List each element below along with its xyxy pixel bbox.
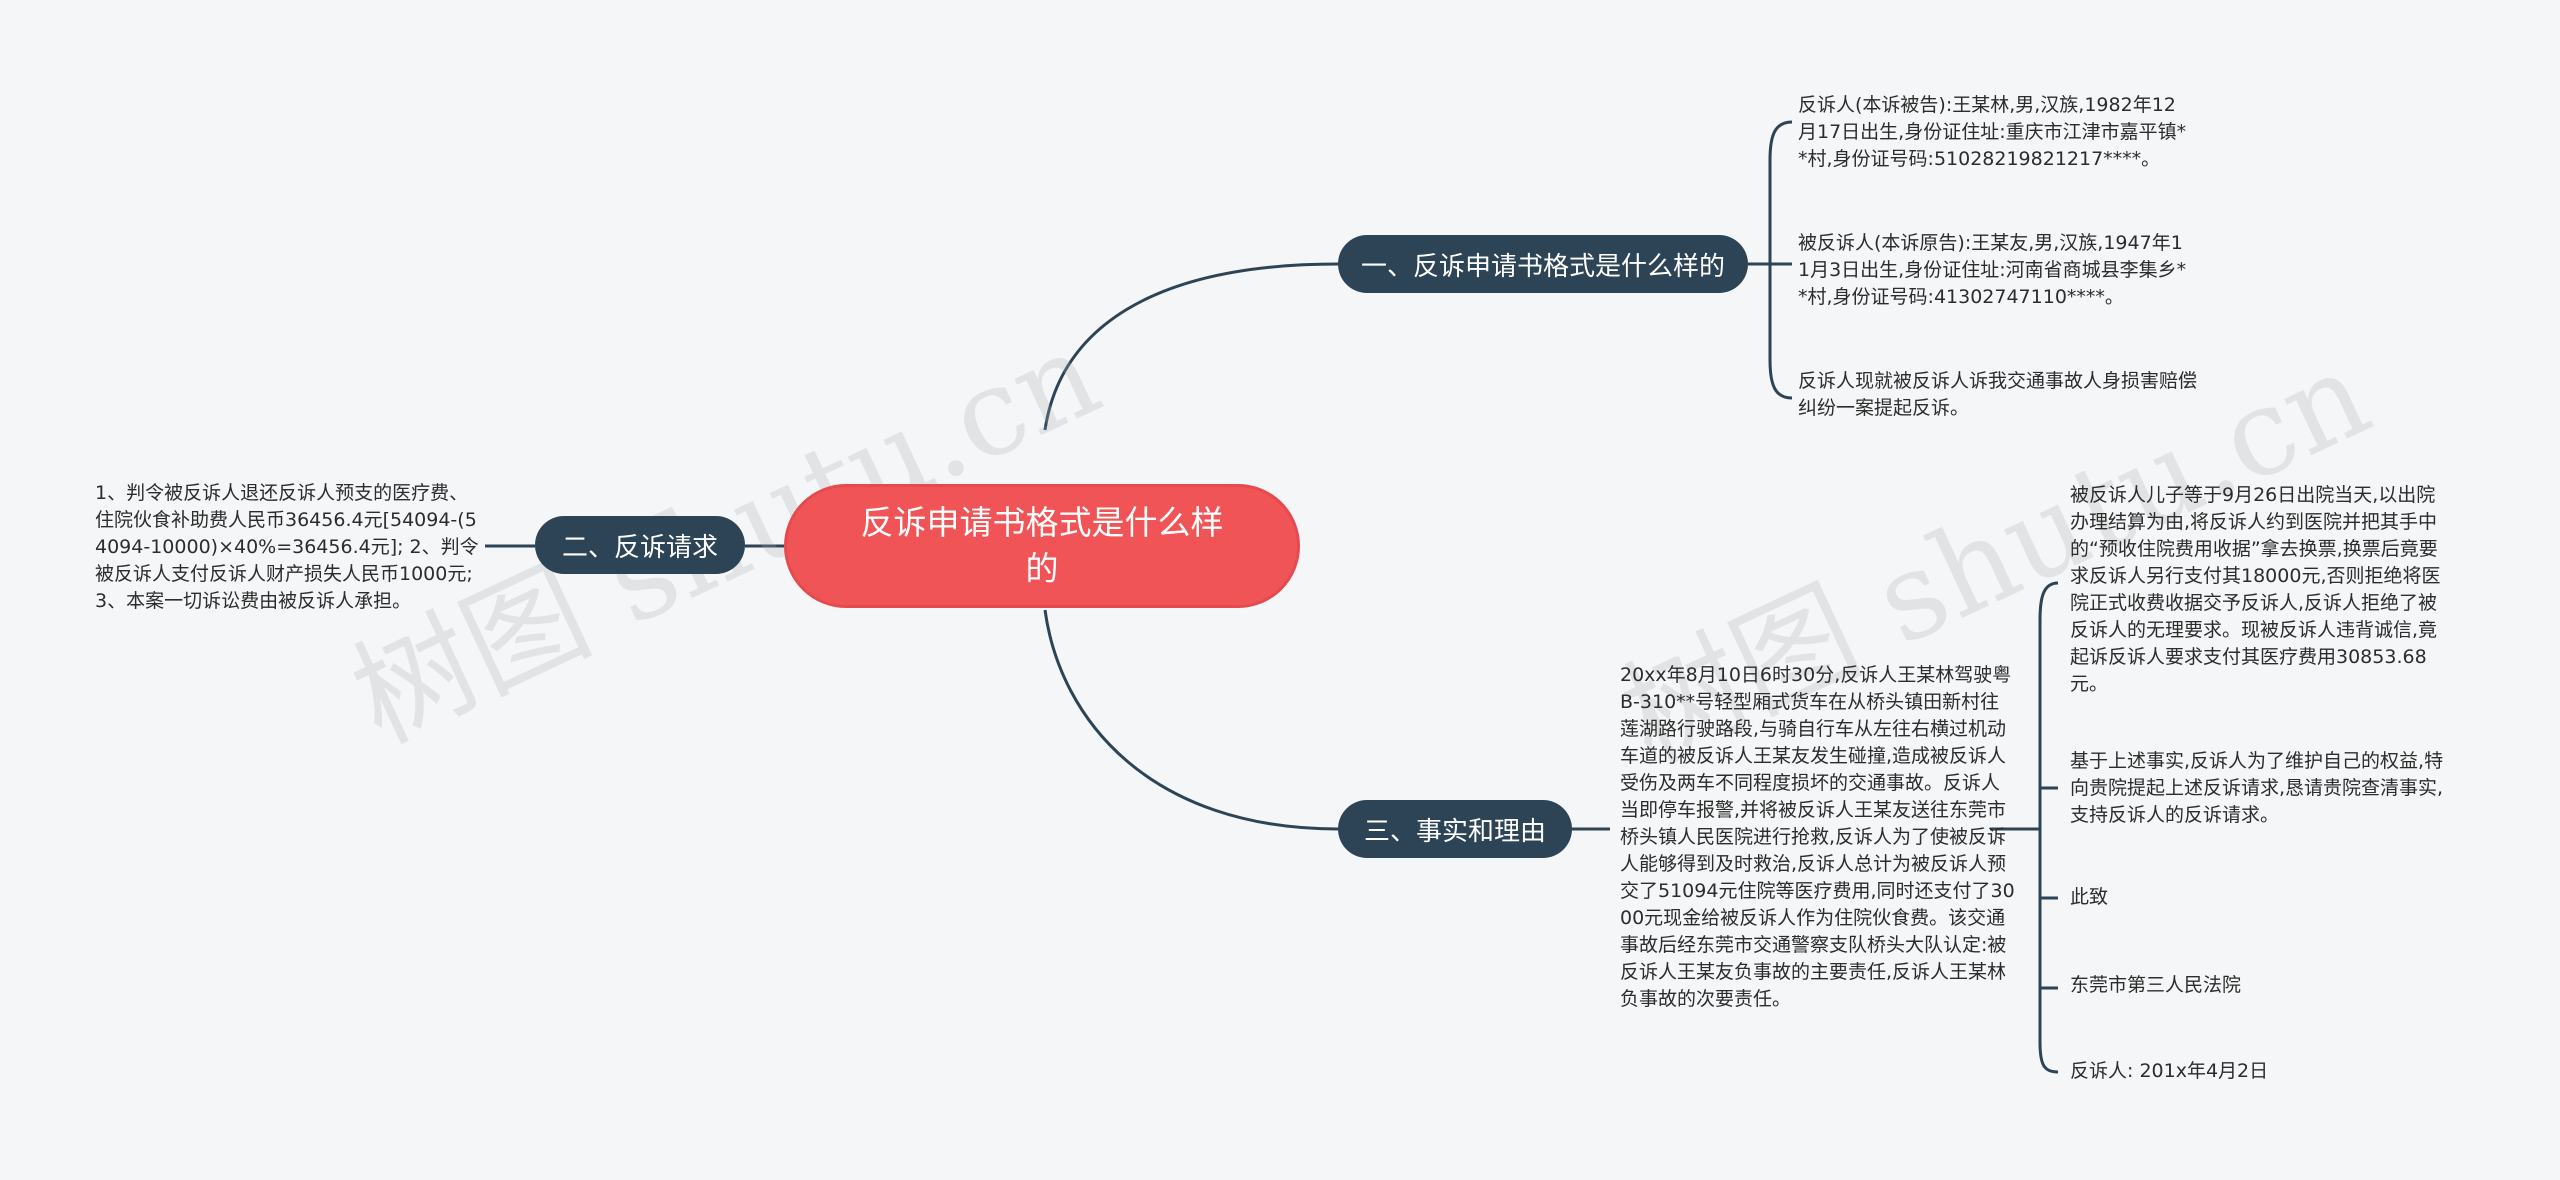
leaf-signature-date: 反诉人: 201x年4月2日 <box>2070 1060 2269 1082</box>
leaf-claims: 1、判令被反诉人退还反诉人预支的医疗费、住院伙食补助费人民币36456.4元[5… <box>95 482 479 612</box>
bracket-b3 <box>2038 581 2059 1074</box>
leaf-facts-request: 基于上述事实,反诉人为了维护自己的权益,特向贵院提起上述反诉请求,恳请贵院查清事… <box>2070 750 2444 826</box>
root-node[interactable]: 反诉申请书格式是什么样的 <box>784 484 1300 608</box>
leaf-counter-defendant: 被反诉人(本诉原告):王某友,男,汉族,1947年11月3日出生,身份证住址:河… <box>1798 232 2187 308</box>
branch-node-facts[interactable]: 三、事实和理由 <box>1338 800 1572 858</box>
leaf-facts-main: 20xx年8月10日6时30分,反诉人王某林驾驶粤B-310**号轻型厢式货车在… <box>1620 664 2015 1010</box>
root-title: 反诉申请书格式是什么样的 <box>860 503 1224 588</box>
connector-root-b1 <box>1043 262 1339 431</box>
branch-node-claims[interactable]: 二、反诉请求 <box>535 516 745 574</box>
leaf-counterclaim-statement: 反诉人现就被反诉人诉我交通事故人身损害赔偿纠纷一案提起反诉。 <box>1798 370 2198 419</box>
connector-root-b3 <box>1043 609 1339 831</box>
leaf-court-name: 东莞市第三人民法院 <box>2070 974 2242 996</box>
branch-label: 一、反诉申请书格式是什么样的 <box>1360 251 1725 282</box>
bracket-b1 <box>1768 120 1793 400</box>
branch-node-format[interactable]: 一、反诉申请书格式是什么样的 <box>1338 235 1748 293</box>
branch-label: 二、反诉请求 <box>561 532 718 563</box>
leaf-facts-detail: 被反诉人儿子等于9月26日出院当天,以出院办理结算为由,将反诉人约到医院并把其手… <box>2070 484 2441 695</box>
leaf-counter-plaintiff: 反诉人(本诉被告):王某林,男,汉族,1982年12月17日出生,身份证住址:重… <box>1798 94 2187 170</box>
branch-label: 三、事实和理由 <box>1363 816 1546 847</box>
leaf-salutation: 此致 <box>2070 886 2109 908</box>
